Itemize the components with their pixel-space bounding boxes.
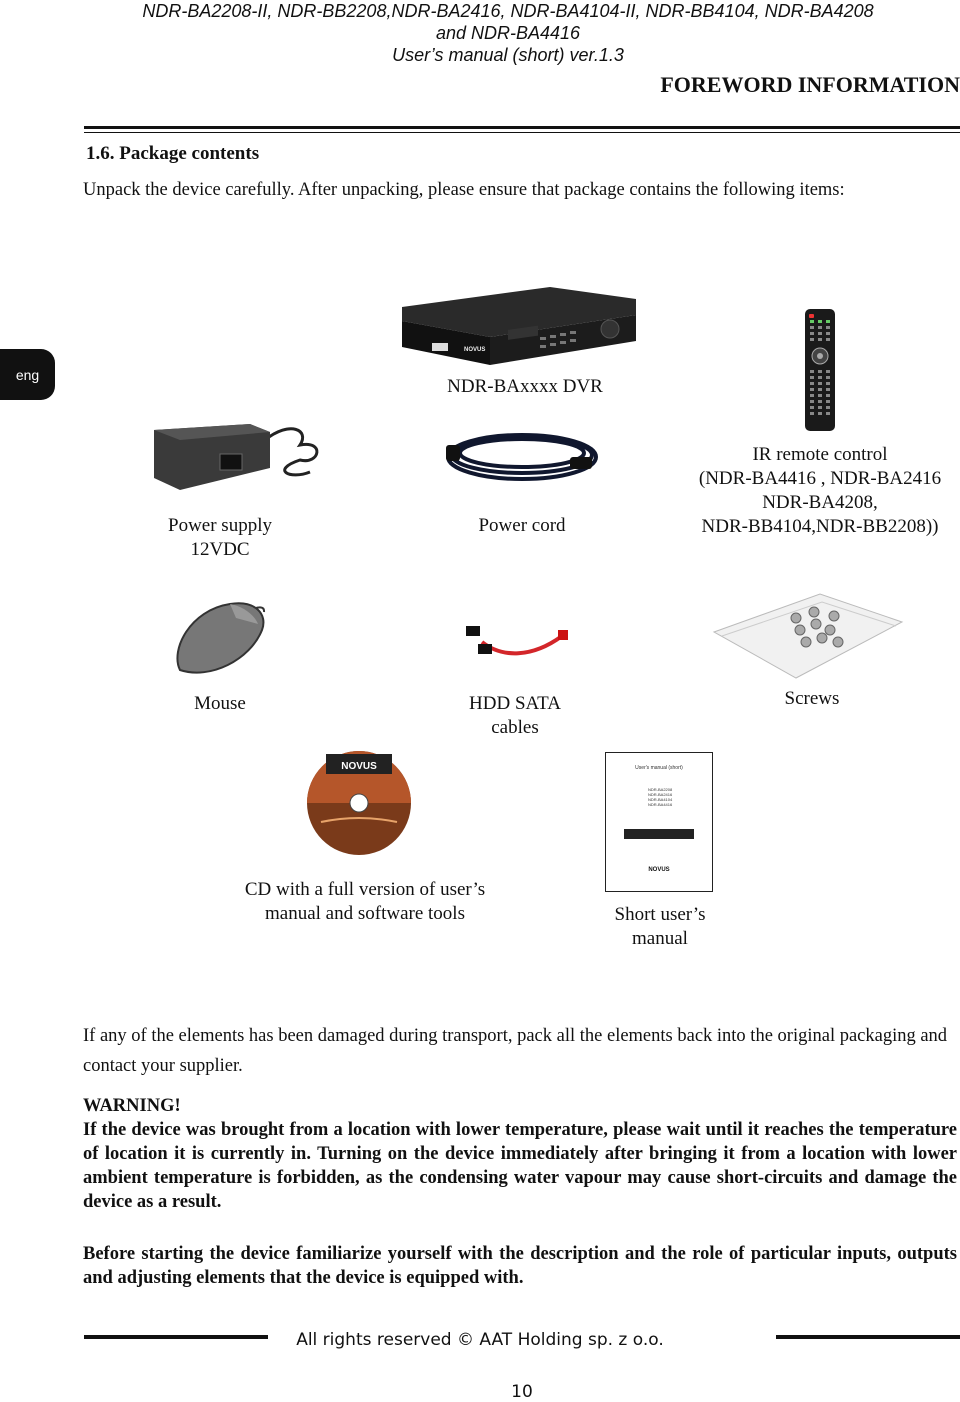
booklet-model: NDR-BA4416 — [648, 802, 673, 807]
sata-cable-image — [466, 626, 568, 656]
caption-dvr: NDR-BAxxxx DVR — [447, 376, 603, 397]
damage-note: If any of the elements has been damaged … — [83, 1026, 948, 1076]
before-start-note: Before starting the device familiarize y… — [83, 1244, 957, 1288]
caption-hdd-sata-line2: cables — [491, 717, 539, 738]
chapter-title: FOREWORD INFORMATION — [660, 72, 960, 97]
footer-rule-right — [776, 1335, 960, 1339]
caption-manual-line2: manual — [632, 928, 688, 949]
caption-cd-line1: CD with a full version of user’s — [244, 879, 486, 900]
dvr-image: NOVUS — [402, 287, 636, 365]
caption-power-supply: Power supply 12VDC — [140, 514, 300, 562]
booklet-brand: NOVUS — [648, 867, 670, 873]
footer-rule-left — [84, 1335, 268, 1339]
power-cord-image — [446, 433, 598, 481]
booklet-title: User's manual (short) — [635, 765, 683, 771]
caption-power-supply-line1: Power supply — [168, 515, 272, 536]
caption-cd: CD with a full version of user’s manual … — [210, 878, 520, 926]
footer-copyright: All rights reserved © AAT Holding sp. z … — [296, 1330, 664, 1350]
caption-power-supply-line2: 12VDC — [190, 539, 250, 560]
manual-booklet-image: User's manual (short) NDR-BA2208 NDR-BA2… — [605, 752, 713, 892]
header-models-line1: NDR-BA2208-II, NDR-BB2208,NDR-BA2416, ND… — [142, 1, 874, 21]
cd-brand-label: NOVUS — [341, 761, 377, 772]
booklet-models: NDR-BA2208 NDR-BA2416 NDR-BA4104 NDR-BA4… — [648, 787, 672, 807]
caption-manual: Short user’s manual — [580, 903, 740, 951]
warning-title: WARNING! — [83, 1096, 181, 1116]
caption-remote-line1: IR remote control — [752, 444, 888, 465]
caption-manual-line1: Short user’s — [614, 904, 706, 925]
caption-hdd-sata: HDD SATA cables — [440, 692, 590, 740]
page-number: 10 — [511, 1382, 533, 1402]
caption-mouse: Mouse — [194, 693, 246, 714]
mouse-image — [176, 602, 266, 674]
booklet-model: NDR-BA4104 — [648, 797, 673, 802]
header-rule-thin — [84, 132, 960, 133]
language-tab: eng — [0, 349, 55, 400]
power-supply-image — [154, 424, 319, 490]
header-models-line2: and NDR-BA4416 — [435, 23, 581, 43]
caption-cd-line2: manual and software tools — [265, 903, 465, 924]
booklet-dvr-picture — [624, 829, 694, 839]
caption-power-cord: Power cord — [478, 515, 566, 536]
caption-remote: IR remote control (NDR-BA4416 , NDR-BA24… — [660, 443, 960, 539]
warning-text: If the device was brought from a locatio… — [83, 1120, 957, 1212]
caption-remote-line2: (NDR-BA4416 , NDR-BA2416 — [698, 468, 942, 489]
header-manual-version: User’s manual (short) ver.1.3 — [392, 45, 624, 65]
caption-remote-line4: NDR-BB4104,NDR-BB2208)) — [701, 516, 939, 537]
cd-image: NOVUS — [307, 751, 411, 855]
section-intro: Unpack the device carefully. After unpac… — [83, 180, 845, 200]
section-heading: 1.6. Package contents — [86, 143, 260, 164]
booklet-model: NDR-BA2416 — [648, 792, 673, 797]
remote-control-image — [805, 309, 835, 431]
caption-remote-line3: NDR-BA4208, — [762, 492, 878, 513]
header-rule-thick — [84, 126, 960, 129]
dvr-brand-label: NOVUS — [464, 347, 485, 353]
document-header: NDR-BA2208-II, NDR-BB2208,NDR-BA2416, ND… — [68, 0, 948, 66]
booklet-model: NDR-BA2208 — [648, 787, 673, 792]
caption-hdd-sata-line1: HDD SATA — [469, 693, 561, 714]
caption-screws: Screws — [784, 688, 840, 709]
screws-bag-image — [712, 593, 904, 679]
